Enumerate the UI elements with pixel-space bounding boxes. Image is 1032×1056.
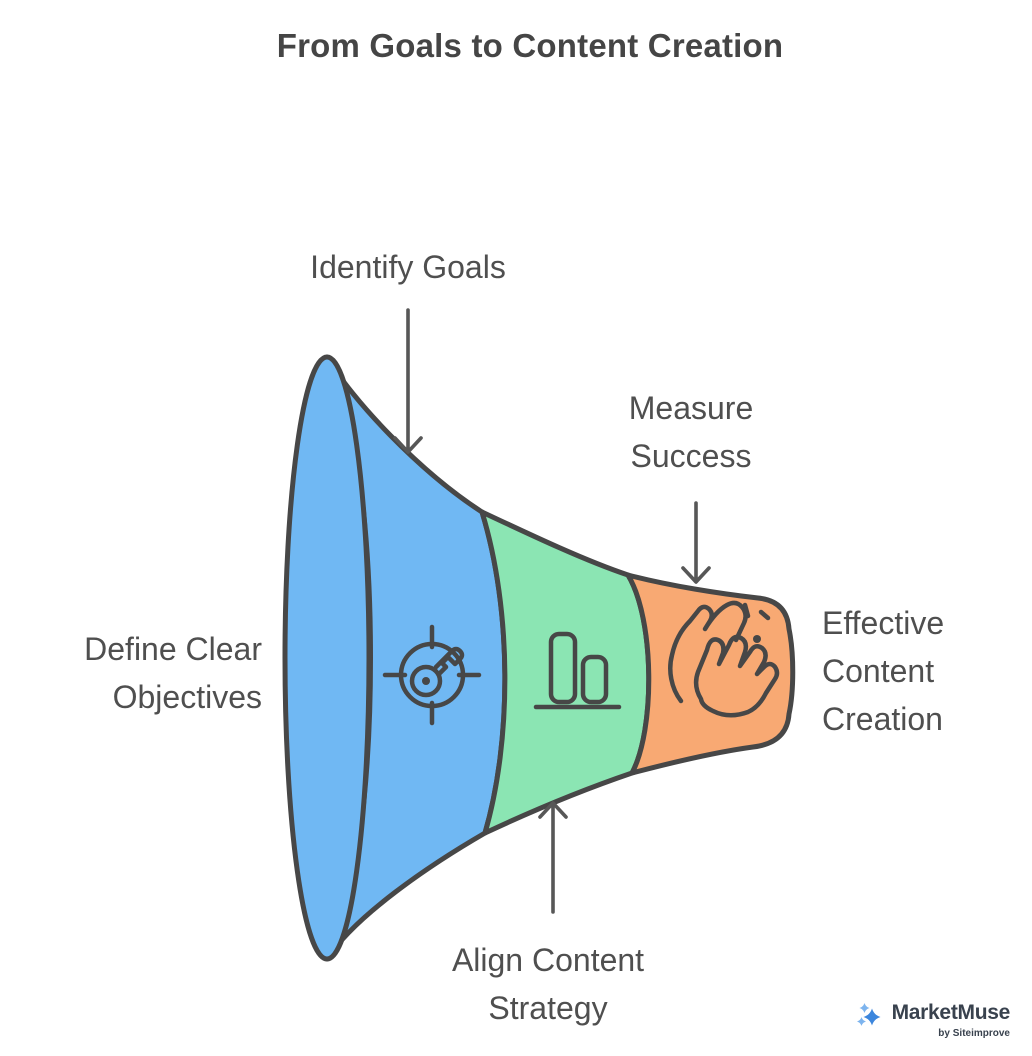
logo-byline-text: by Siteimprove bbox=[938, 1028, 1010, 1039]
label-measure-success: Measure Success bbox=[541, 384, 841, 480]
label-effective-content-creation: Effective Content Creation bbox=[822, 599, 1032, 743]
funnel-stage-measure-success bbox=[625, 572, 796, 776]
label-line: Measure bbox=[628, 390, 754, 426]
label-line: Effective bbox=[822, 605, 945, 641]
label-line: Define Clear bbox=[84, 631, 262, 667]
marketmuse-sparkles-icon bbox=[857, 1003, 881, 1026]
funnel-mouth-ellipse bbox=[282, 354, 372, 962]
bar-chart-icon bbox=[533, 631, 622, 710]
marketmuse-logo-text: MarketMuse bbox=[891, 1001, 1011, 1024]
arrow-identify-goals bbox=[393, 308, 423, 454]
arrow-measure-success bbox=[681, 501, 711, 584]
arrow-align-content bbox=[538, 801, 568, 914]
clapping-hands-icon bbox=[668, 600, 780, 718]
label-line: Identify Goals bbox=[310, 249, 506, 285]
label-line: Creation bbox=[822, 701, 943, 737]
label-line: Content bbox=[822, 653, 935, 689]
target-key-icon bbox=[382, 624, 482, 726]
label-line: Success bbox=[630, 438, 752, 474]
label-align-content-strategy: Align Content Strategy bbox=[398, 936, 698, 1032]
label-define-clear-objectives: Define Clear Objectives bbox=[0, 625, 262, 721]
label-line: Align Content bbox=[451, 942, 645, 978]
label-line: Objectives bbox=[112, 679, 262, 715]
funnel-stage-align-content bbox=[479, 509, 652, 836]
page-title: From Goals to Content Creation bbox=[276, 27, 784, 64]
label-identify-goals: Identify Goals bbox=[258, 243, 558, 291]
label-line: Strategy bbox=[488, 990, 608, 1026]
